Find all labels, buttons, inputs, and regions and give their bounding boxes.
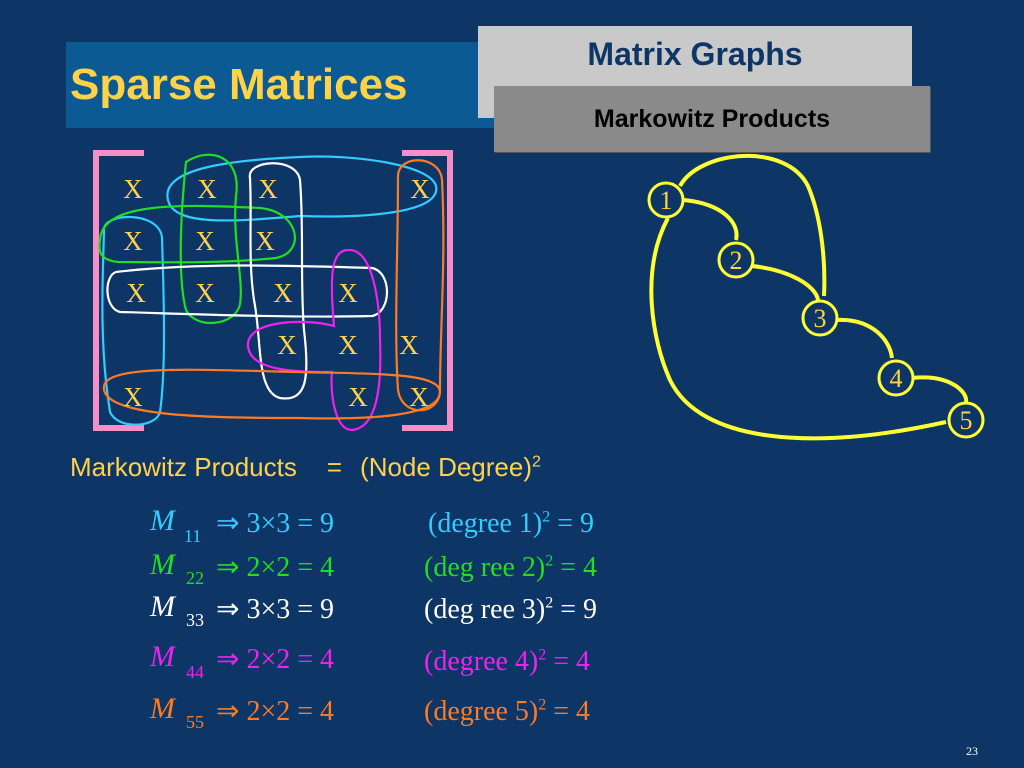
- loop-green-col2: [179, 153, 242, 324]
- product-label: M: [150, 548, 175, 581]
- node-label: 4: [890, 364, 903, 393]
- graph-node-1: 1: [647, 181, 685, 219]
- matrix-right-bracket: [402, 150, 453, 431]
- degree-expression: (degree 1)2 = 9: [428, 508, 594, 540]
- product-subscript: 44: [186, 662, 204, 682]
- degree-exponent: 2: [542, 508, 551, 526]
- loop-orange-col6: [395, 159, 445, 412]
- matrix-entry-1-6: X: [410, 174, 430, 204]
- clique-loops: [98, 153, 445, 432]
- product-expression: ⇒ 3×3 = 9: [216, 594, 335, 625]
- product-expression: ⇒ 2×2 = 4: [216, 644, 335, 675]
- degree-exponent: 2: [538, 646, 547, 664]
- degree-expression: (deg ree 3)2 = 9: [424, 594, 597, 626]
- matrix-entry-3-3: X: [273, 278, 293, 308]
- product-subscript: 33: [186, 610, 204, 630]
- edge-1-5: [649, 217, 947, 441]
- node-label: 1: [660, 186, 673, 215]
- product-label: M: [150, 504, 175, 537]
- graph-node-5: 5: [947, 401, 985, 439]
- product-label: M: [150, 692, 175, 725]
- degree-term: (degree 1): [428, 508, 543, 539]
- node-label: 5: [960, 406, 973, 435]
- matrix-entry-2-1: X: [123, 226, 143, 256]
- degree-expression: (degree 4)2 = 4: [424, 646, 590, 678]
- matrix-entry-3-4: X: [338, 278, 358, 308]
- formula-left: Markowitz Products: [70, 452, 297, 482]
- degree-result: = 4: [553, 696, 591, 727]
- formula-right: (Node Degree): [360, 452, 533, 482]
- markowitz-products-tab: Markowitz Products: [494, 86, 930, 152]
- degree-result: = 4: [560, 552, 598, 583]
- degree-expression: (degree 5)2 = 4: [424, 696, 590, 728]
- product-subscript: 22: [186, 568, 204, 588]
- matrix-entry-4-3: X: [277, 330, 297, 360]
- product-label: M: [150, 640, 175, 673]
- product-subscript: 55: [186, 712, 204, 732]
- degree-term: (degree 5): [424, 696, 539, 727]
- degree-exponent: 2: [545, 594, 554, 612]
- node-label: 3: [814, 304, 827, 333]
- matrix-entry-2-3: X: [255, 226, 275, 256]
- matrix-entry-5-5: X: [409, 382, 429, 412]
- matrix-entry-2-2: X: [195, 226, 215, 256]
- degree-term: (deg ree 2): [424, 552, 546, 583]
- degree-exponent: 2: [538, 696, 547, 714]
- node-label: 2: [730, 246, 743, 275]
- degree-expression: (deg ree 2)2 = 4: [424, 552, 597, 584]
- matrix-entry-5-1: X: [123, 382, 143, 412]
- edge-3-4: [835, 317, 894, 359]
- formula-equals: =: [326, 452, 343, 482]
- edge-1-3: [678, 154, 827, 297]
- matrix-entry-4-4: X: [338, 330, 358, 360]
- product-expression: ⇒ 3×3 = 9: [216, 508, 335, 539]
- product-expression: ⇒ 2×2 = 4: [216, 696, 335, 727]
- matrix-entry-3-2: X: [195, 278, 215, 308]
- matrix-entry-1-2: X: [197, 174, 217, 204]
- loop-cyan-row1: [166, 155, 438, 222]
- edge-4-5: [911, 375, 969, 403]
- markowitz-formula: Markowitz Products = (Node Degree)2: [70, 452, 541, 483]
- edge-2-3: [751, 264, 820, 301]
- loop-green-row2: [98, 204, 296, 264]
- degree-term: (degree 4): [424, 646, 539, 677]
- degree-exponent: 2: [545, 552, 554, 570]
- product-subscript: 11: [184, 526, 202, 546]
- matrix-entry-5-4: X: [348, 382, 368, 412]
- degree-result: = 4: [553, 646, 591, 677]
- graph-nodes: 1 2 3 4 5: [647, 181, 985, 439]
- product-expression: ⇒ 2×2 = 4: [216, 552, 335, 583]
- product-label: M: [150, 590, 175, 623]
- matrix-left-bracket: [93, 150, 144, 431]
- graph-node-3: 3: [801, 299, 839, 337]
- degree-term: (deg ree 3): [424, 594, 546, 625]
- edge-1-2: [683, 198, 739, 241]
- degree-result: = 9: [560, 594, 598, 625]
- loop-white-col3: [248, 162, 308, 400]
- page-number: 23: [966, 744, 978, 758]
- matrix-entry-1-1: X: [123, 174, 143, 204]
- degree-result: = 9: [557, 508, 595, 539]
- graph-node-2: 2: [717, 241, 755, 279]
- matrix-entry-3-1: X: [126, 278, 146, 308]
- matrix-entry-1-3: X: [258, 174, 278, 204]
- formula-exponent: 2: [532, 453, 541, 471]
- matrix-entry-4-5: X: [399, 330, 419, 360]
- graph-node-4: 4: [877, 359, 915, 397]
- graph-edges: [649, 154, 969, 441]
- slide-title: Sparse Matrices: [66, 42, 496, 128]
